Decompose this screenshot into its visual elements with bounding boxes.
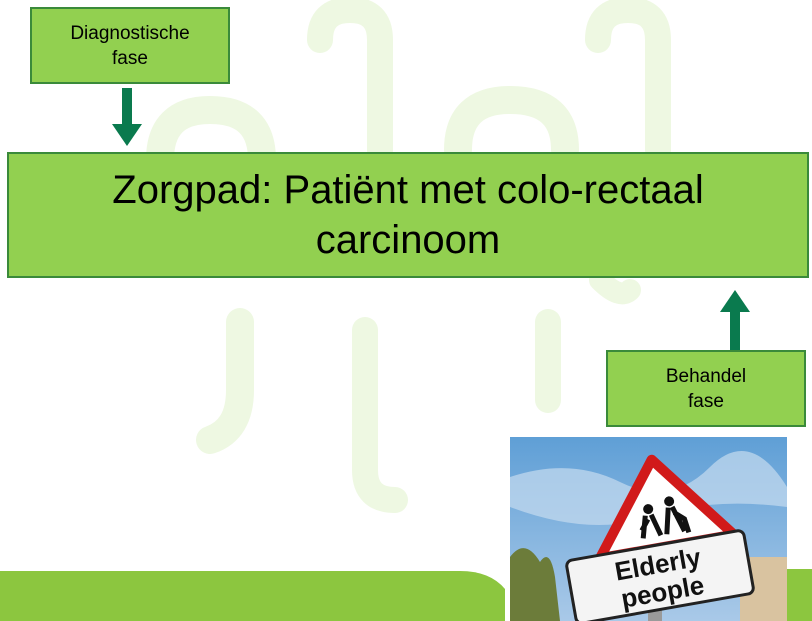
arrow-up-icon — [720, 290, 750, 350]
watermark-stroke-8 — [589, 269, 641, 305]
watermark-stroke-4 — [585, 0, 671, 163]
treatment-phase-box: Behandel fase — [606, 350, 806, 427]
watermark-stroke-3 — [444, 85, 579, 164]
watermark-stroke-1 — [146, 95, 276, 174]
treatment-phase-label: Behandel fase — [665, 365, 747, 412]
clouds — [510, 451, 787, 525]
tree — [510, 548, 560, 621]
watermark-stroke-6 — [352, 317, 408, 513]
sign-plate — [565, 529, 755, 621]
bottom-band — [0, 569, 812, 621]
care-pathway-title: Zorgpad: Patiënt met colo-rectaal carcin… — [112, 168, 704, 262]
arrow-down-icon — [112, 88, 142, 146]
care-pathway-box: Zorgpad: Patiënt met colo-rectaal carcin… — [7, 152, 809, 278]
watermark-stroke-2 — [307, 0, 393, 163]
diagnostic-phase-box: Diagnostische fase — [30, 7, 230, 84]
elderly-people-sign-photo: Elderly people — [510, 437, 787, 621]
diagnostic-phase-label: Diagnostische fase — [70, 22, 190, 69]
watermark-stroke-5 — [196, 308, 254, 454]
